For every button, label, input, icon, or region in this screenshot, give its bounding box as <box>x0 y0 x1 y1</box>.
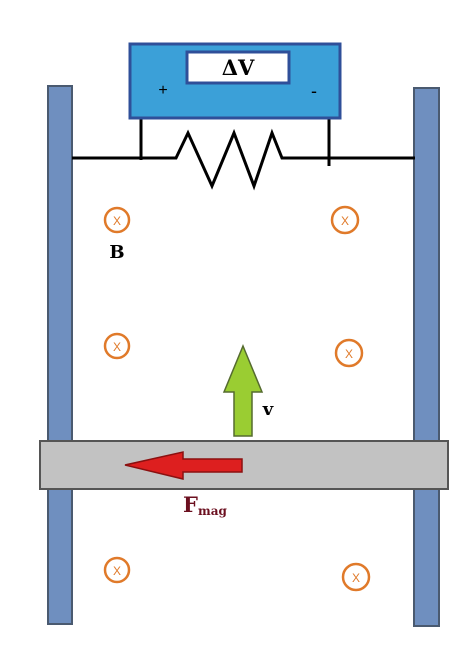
svg-text:X: X <box>113 564 121 578</box>
svg-text:X: X <box>341 214 349 228</box>
velocity-arrow <box>222 344 264 437</box>
voltmeter-display <box>185 50 291 85</box>
right-rail <box>413 87 440 627</box>
moving-rod <box>39 440 449 490</box>
field-marker-6: X <box>341 562 371 592</box>
positive-terminal-label: + <box>158 82 167 99</box>
svg-text:X: X <box>113 214 121 228</box>
left-rail <box>47 85 73 625</box>
negative-terminal-label: - <box>311 81 317 101</box>
svg-text:X: X <box>345 347 353 361</box>
voltmeter-reading: ΔV <box>222 55 255 80</box>
magnetic-force-arrow <box>124 451 243 480</box>
field-marker-2: X <box>330 205 360 235</box>
force-label-subscript: mag <box>198 504 227 518</box>
voltmeter: ΔV + - <box>128 42 342 120</box>
field-marker-4: X <box>334 338 364 368</box>
force-label: F mag <box>183 492 227 518</box>
field-marker-5: X <box>103 556 131 584</box>
field-label: B <box>109 242 124 263</box>
field-marker-1: X <box>103 206 131 234</box>
force-label-main: F <box>183 492 198 517</box>
field-marker-3: X <box>103 332 131 360</box>
svg-text:X: X <box>113 340 121 354</box>
top-wire <box>72 128 415 191</box>
svg-text:X: X <box>352 571 360 585</box>
velocity-label: v <box>262 399 274 420</box>
